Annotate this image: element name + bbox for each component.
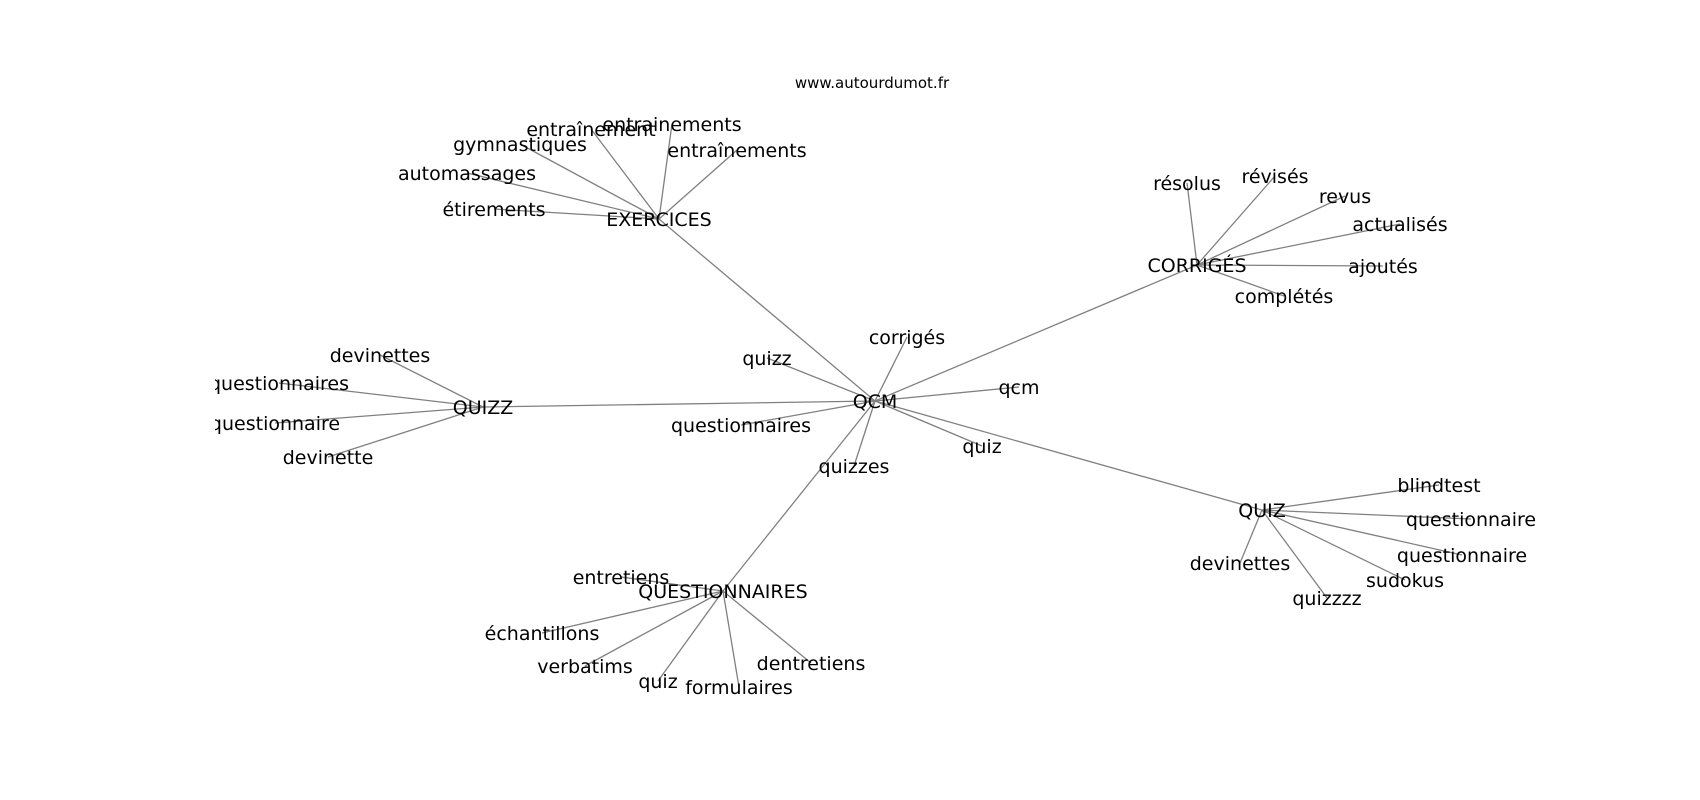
leaf-node: entrainements — [602, 114, 741, 136]
edge-hub-leaf — [541, 590, 724, 634]
leaf-node: révisés — [1241, 166, 1308, 188]
edge-hub-leaf — [278, 382, 484, 408]
edge-center-neighbor — [874, 386, 1020, 402]
edge-center-hub — [722, 400, 876, 592]
edge-hub-leaf — [590, 128, 660, 220]
leaf-node: échantillons — [485, 623, 600, 645]
edge-center-neighbor — [874, 400, 983, 447]
edge-hub-leaf — [584, 590, 724, 667]
edge-hub-leaf — [658, 149, 738, 220]
edge-hub-leaf — [722, 590, 812, 664]
leaf-node: sudokus — [1366, 570, 1444, 592]
edge-hub-leaf — [1261, 509, 1463, 556]
hub-node: CORRIGÉS — [1147, 254, 1246, 277]
edge-hub-leaf — [620, 576, 724, 592]
hub-node: EXERCICES — [606, 209, 711, 231]
edge-center-neighbor — [740, 400, 876, 426]
leaf-node: quiz — [638, 671, 677, 693]
neighbor-node: qcm — [998, 377, 1039, 399]
neighbor-node: quizz — [742, 348, 791, 370]
edge-center-hub — [482, 400, 876, 408]
leaf-node: actualisés — [1352, 214, 1447, 236]
leaf-node: questionnaire — [210, 413, 340, 435]
edge-center-hub — [658, 218, 876, 402]
edge-center-hub — [874, 400, 1263, 511]
leaf-node: formulaires — [685, 677, 793, 699]
leaf-node: automassages — [398, 163, 536, 185]
edge-hub-leaf — [1196, 264, 1285, 297]
edge-hub-leaf — [1196, 175, 1276, 266]
leaf-node: revus — [1319, 186, 1371, 208]
edge-hub-leaf — [1239, 509, 1263, 564]
center-node: QCM — [853, 391, 898, 413]
edge-hub-leaf — [1261, 509, 1406, 581]
neighbor-node: quizzes — [819, 456, 890, 478]
leaf-node: ajoutés — [1348, 256, 1418, 278]
leaf-node: entraînements — [667, 140, 806, 162]
leaf-node: devinette — [283, 447, 374, 469]
edge-hub-leaf — [493, 208, 660, 220]
edge-hub-leaf — [466, 172, 660, 220]
edge-hub-leaf — [1261, 484, 1440, 511]
leaf-node: verbatims — [537, 656, 633, 678]
hub-node: QUESTIONNAIRES — [638, 581, 807, 603]
leaf-node: dentretiens — [757, 653, 866, 675]
edge-hub-leaf — [1196, 195, 1346, 266]
edge-hub-leaf — [274, 406, 484, 424]
edge-center-neighbor — [853, 400, 876, 467]
leaf-node: étirements — [442, 199, 545, 221]
edge-hub-leaf — [379, 354, 484, 408]
edge-center-neighbor — [874, 336, 908, 402]
leaf-node: gymnastiques — [453, 134, 587, 156]
neighbor-node: quiz — [962, 436, 1001, 458]
hub-node: QUIZ — [1238, 500, 1285, 522]
leaf-node: devinettes — [1190, 553, 1291, 575]
edge-hub-leaf — [722, 590, 740, 688]
leaf-node: blindtest — [1397, 475, 1480, 497]
neighbor-node: corrigés — [869, 327, 945, 349]
edge-hub-leaf — [657, 590, 724, 682]
hub-node: QUIZZ — [453, 397, 514, 419]
edge-hub-leaf — [327, 406, 484, 458]
edge-hub-leaf — [1196, 264, 1384, 267]
leaf-node: résolus — [1153, 173, 1221, 195]
leaf-node: complétés — [1235, 286, 1334, 308]
edge-hub-leaf — [658, 123, 673, 220]
edge-hub-leaf — [1261, 509, 1472, 520]
edge-hub-leaf — [1261, 509, 1328, 599]
leaf-node: devinettes — [330, 345, 431, 367]
source-watermark: www.autourdumot.fr — [795, 74, 950, 92]
neighbor-node: questionnaires — [671, 415, 811, 437]
leaf-node: entraînement — [526, 119, 655, 141]
edge-hub-leaf — [1186, 182, 1198, 266]
leaf-node: quizzzz — [1292, 588, 1361, 610]
leaf-node: entretiens — [573, 567, 670, 589]
edge-center-neighbor — [766, 357, 876, 402]
graph-labels: QCM corrigés quizz qcm questionnaires quiz qui… — [209, 114, 1536, 699]
graph-edges — [274, 123, 1472, 688]
edge-center-hub — [874, 264, 1198, 402]
leaf-node: questionnaires — [209, 373, 349, 395]
edge-hub-leaf — [519, 143, 660, 220]
leaf-node: questionnaire — [1397, 545, 1527, 567]
edge-hub-leaf — [1196, 223, 1401, 266]
leaf-node: questionnaire — [1406, 509, 1536, 531]
